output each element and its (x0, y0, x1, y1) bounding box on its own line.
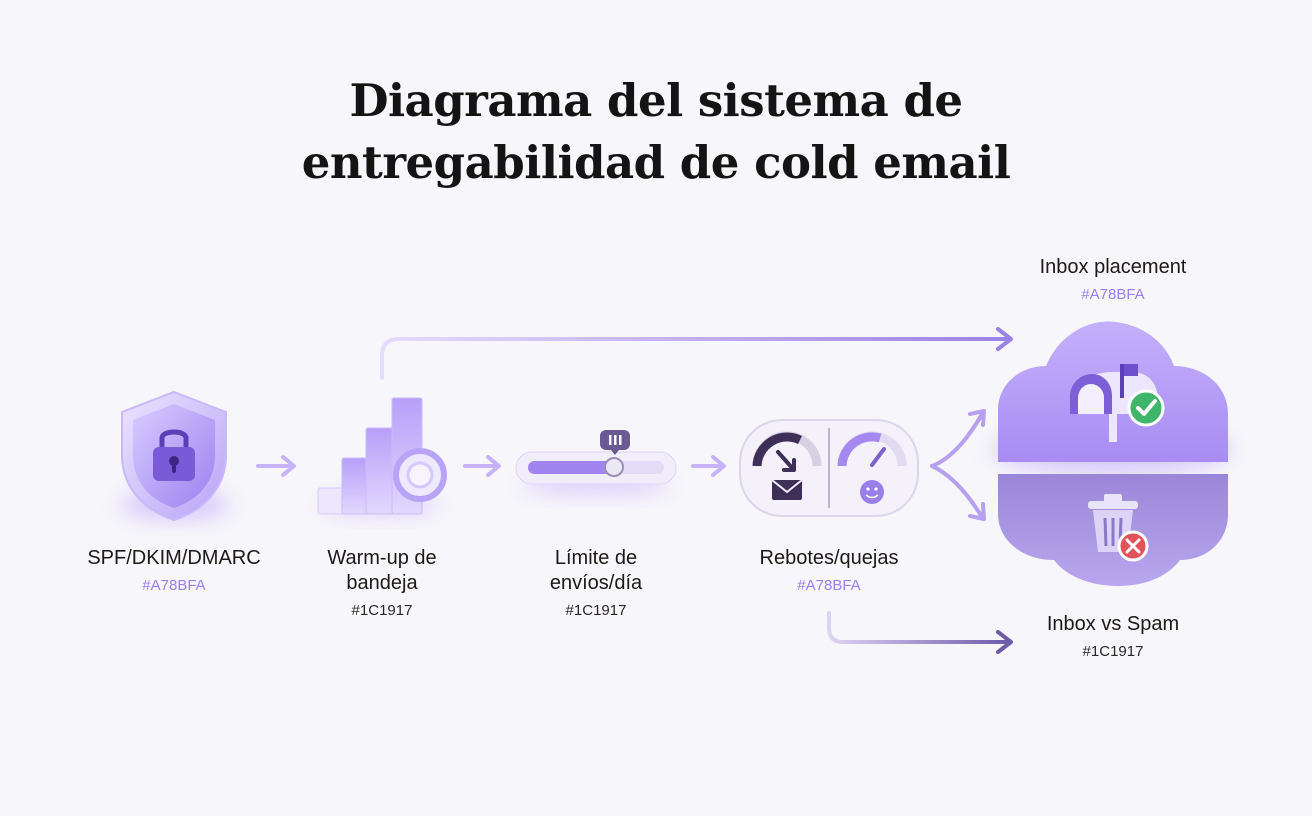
outcome-name: Inbox placement (1039, 256, 1187, 278)
outcome-hex: #A78BFA (1081, 286, 1145, 303)
outcome-hex: #1C1917 (1082, 643, 1144, 660)
title-line-1: Diagrama del sistema de (349, 74, 963, 127)
node-name-line-2: envíos/día (549, 572, 643, 594)
node-name-line-2: bandeja (346, 572, 418, 594)
inbox-route-arrow (380, 327, 1013, 380)
inbox-cloud (992, 321, 1232, 474)
mailbox-check-icon (1070, 364, 1165, 442)
title-line-2: entregabilidad de cold email (301, 136, 1011, 189)
outcome-name: Inbox vs Spam (1046, 613, 1180, 635)
node-hex: #A78BFA (797, 577, 861, 594)
node-label-warmup: Warm-up de bandeja #1C1917 (262, 546, 502, 623)
node-name-line-1: Warm-up de (327, 547, 437, 569)
branch-arrows (930, 409, 986, 521)
connector-arrow-2 (463, 455, 501, 477)
connector-arrow-1 (256, 455, 296, 477)
node-label-limit: Límite de envíos/día #1C1917 (476, 546, 716, 623)
outcome-label-spam: Inbox vs Spam #1C1917 (993, 612, 1233, 664)
shield-lock-icon (120, 390, 230, 522)
node-label-spf: SPF/DKIM/DMARC #A78BFA (54, 546, 294, 598)
node-label-bounces: Rebotes/quejas #A78BFA (709, 546, 949, 598)
node-hex: #A78BFA (142, 577, 206, 594)
node-name-line-1: Límite de (554, 547, 638, 569)
spam-route-arrow (827, 611, 1013, 654)
node-name: Rebotes/quejas (759, 547, 899, 569)
node-hex: #1C1917 (565, 602, 627, 619)
slider-limit-icon (515, 430, 677, 496)
connector-arrow-3 (691, 455, 726, 477)
trash-x-icon (1088, 494, 1149, 562)
spam-cloud (998, 474, 1228, 586)
gauges-icon (739, 419, 919, 517)
node-name: SPF/DKIM/DMARC (87, 547, 261, 569)
outcome-label-inbox: Inbox placement #A78BFA (993, 255, 1233, 307)
node-hex: #1C1917 (351, 602, 413, 619)
bar-chart-growth-icon (317, 397, 447, 517)
diagram-title: Diagrama del sistema de entregabilidad d… (256, 70, 1056, 194)
